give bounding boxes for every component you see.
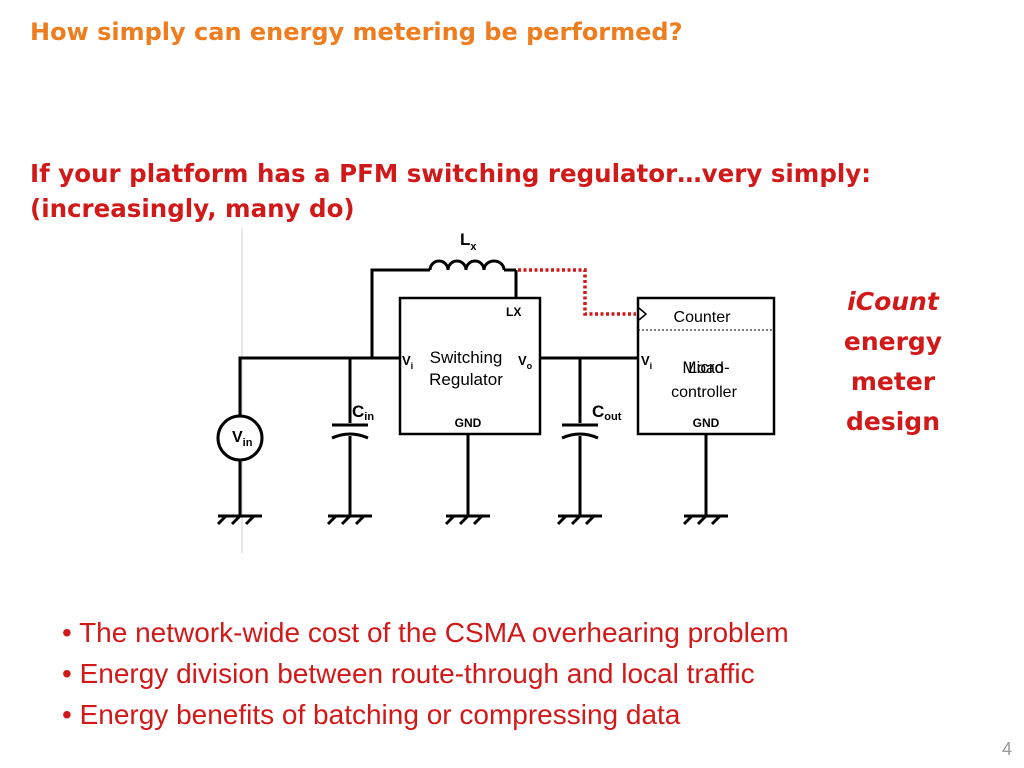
subtitle-line-1: If your platform has a PFM switching reg… xyxy=(30,159,872,188)
vin-voltage-source xyxy=(216,414,264,462)
slide-title: How simply can energy metering be perfor… xyxy=(30,18,683,46)
mcu-label-line-2: controller xyxy=(671,384,737,401)
counter-dotted-link xyxy=(518,268,636,316)
circuit-diagram: Lx LX Vi Vo Switching Regulator GND Coun… xyxy=(216,228,820,558)
mcu-gnd-label: GND xyxy=(693,416,720,430)
icount-side-note: iCount energy meter design xyxy=(830,282,956,442)
mcu-label-line-1: Micro- xyxy=(682,358,729,377)
ground-icon xyxy=(216,514,262,526)
vin-supply-wire xyxy=(238,356,400,416)
regulator-label-line-2: Regulator xyxy=(429,370,503,389)
side-note-line-1: iCount xyxy=(847,287,939,316)
cout-label: Cout xyxy=(592,402,622,423)
inductor-label: Lx xyxy=(460,230,477,253)
side-note-line-3: meter xyxy=(850,367,936,396)
bullet-item: • Energy benefits of batching or compres… xyxy=(62,699,681,730)
load-overlap-label: Load xyxy=(688,360,724,377)
cin-label: Cin xyxy=(352,402,374,423)
clock-input-icon xyxy=(638,307,648,321)
bullet-item: • Energy division between route-through … xyxy=(62,658,755,689)
microcontroller-box xyxy=(636,296,776,436)
inductor-coil xyxy=(428,259,506,271)
cout-capacitor xyxy=(561,423,599,440)
page-number: 4 xyxy=(1001,739,1012,759)
reg-gnd-label: GND xyxy=(455,416,482,430)
lx-pin-label: LX xyxy=(506,305,521,319)
ground-icon xyxy=(556,514,602,526)
ground-icon xyxy=(444,514,490,526)
ground-symbols xyxy=(216,514,728,526)
bullet-item: • The network-wide cost of the CSMA over… xyxy=(62,617,789,648)
mcu-vi-pin-label: Vi xyxy=(641,353,652,371)
counter-label: Counter xyxy=(674,309,732,326)
lx-feed-wire xyxy=(370,268,430,358)
side-note-line-4: design xyxy=(846,407,940,436)
subtitle-line-2: (increasingly, many do) xyxy=(30,194,355,223)
ground-icon xyxy=(682,514,728,526)
vin-label: Vin xyxy=(232,429,253,449)
regulator-label-line-1: Switching xyxy=(430,348,503,367)
cin-capacitor xyxy=(331,423,369,440)
reg-vi-pin-label: Vi xyxy=(402,353,413,371)
circuit-wires xyxy=(238,268,708,516)
reg-vo-pin-label: Vo xyxy=(518,353,533,371)
side-note-line-2: energy xyxy=(843,327,943,356)
bullet-list: • The network-wide cost of the CSMA over… xyxy=(62,612,789,735)
ground-icon xyxy=(326,514,372,526)
slide-subtitle: If your platform has a PFM switching reg… xyxy=(30,156,871,226)
switching-regulator-box xyxy=(398,296,542,436)
